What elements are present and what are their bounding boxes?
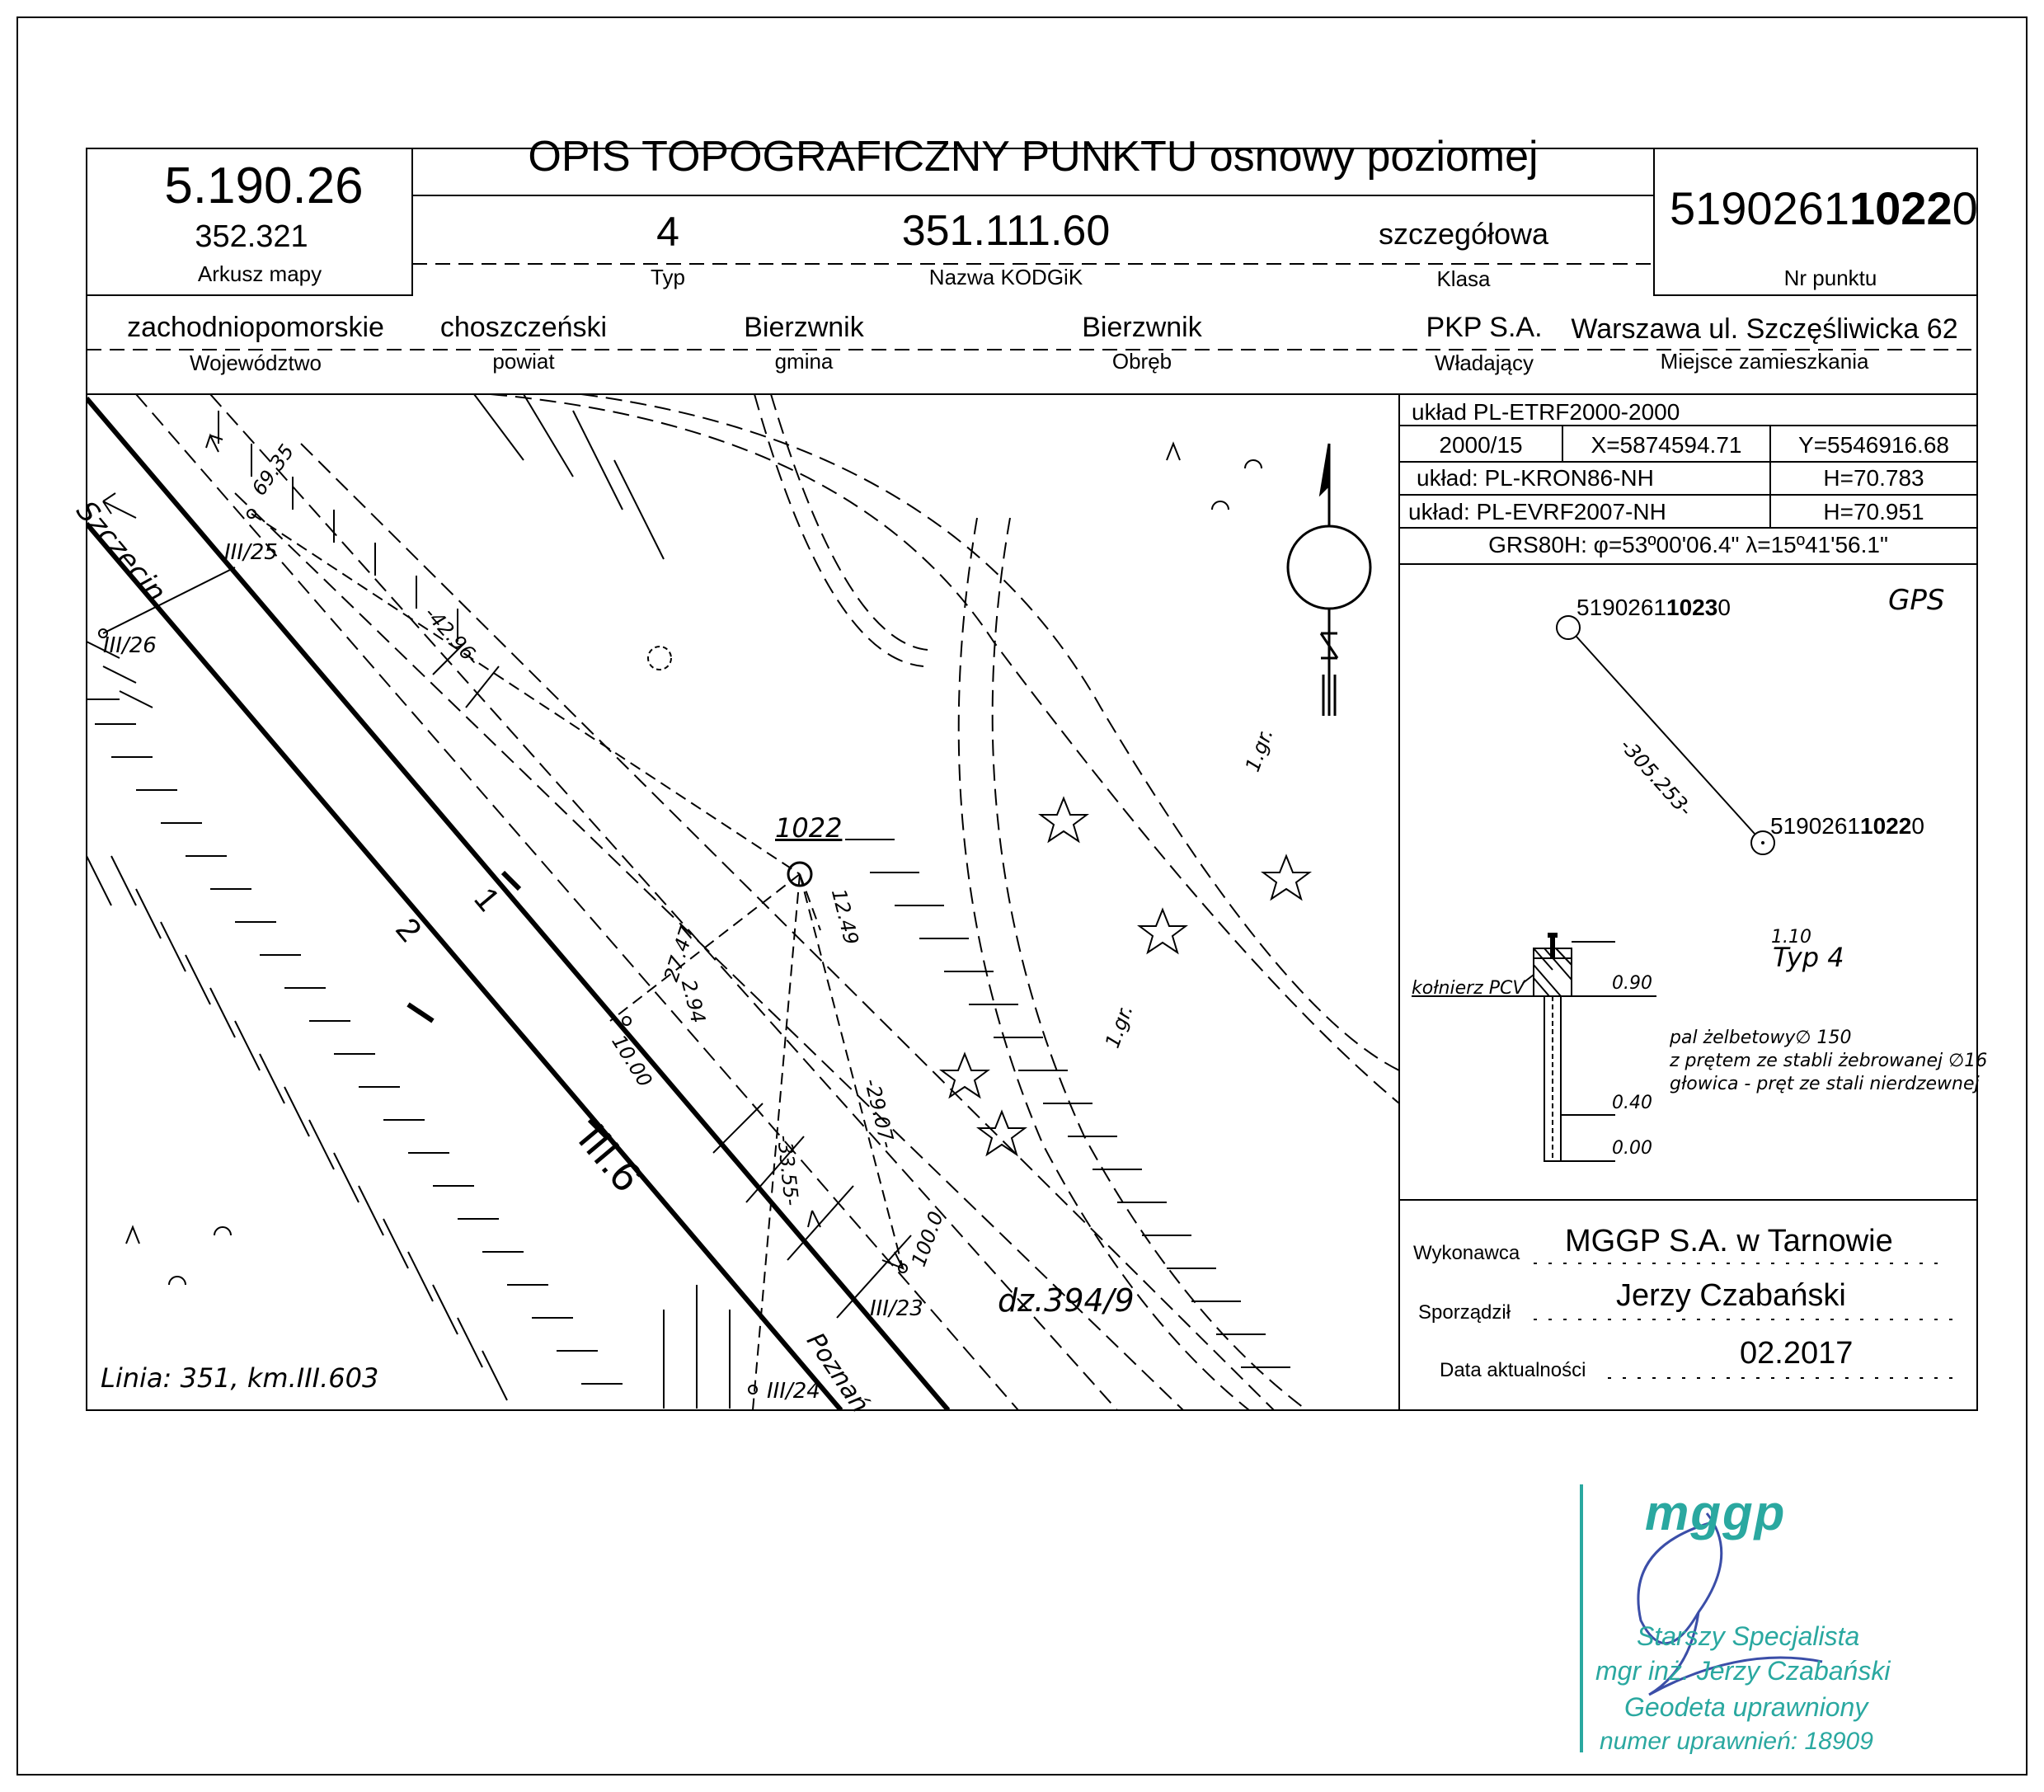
kodgik-label: Nazwa KODGiK bbox=[928, 265, 1083, 289]
kron-label: układ: PL-KRON86-NH bbox=[1417, 465, 1654, 491]
gps-label: GPS bbox=[1888, 584, 1945, 617]
typ-label: Typ bbox=[651, 265, 685, 289]
wojewodztwo-label: Województwo bbox=[190, 350, 322, 375]
sheet-sub-number: 352.321 bbox=[195, 219, 308, 254]
typ-value: 4 bbox=[656, 209, 679, 255]
map-ref-iii25: III/25 bbox=[224, 540, 278, 565]
wykonawca-label: Wykonawca bbox=[1413, 1242, 1520, 1264]
evrf-label: układ: PL-EVRF2007-NH bbox=[1408, 499, 1666, 524]
gps-vector-line bbox=[1576, 636, 1755, 835]
page-title: OPIS TOPOGRAFICZNY PUNKTU osnowy poziome… bbox=[528, 133, 1539, 181]
stamp-line-2: mgr inż. Jerzy Czabański bbox=[1595, 1656, 1891, 1686]
point-number-bold: 1022 bbox=[1849, 182, 1952, 234]
map-ref-iii23: III/23 bbox=[870, 1296, 923, 1321]
monument-desc-2: z prętem ze stabli żebrowanej ∅16 bbox=[1670, 1051, 1988, 1071]
gps-point-1023-label: 519026110230 bbox=[1576, 595, 1731, 621]
kodgik-value: 351.111.60 bbox=[901, 207, 1111, 255]
sheet-border bbox=[16, 16, 2028, 1776]
monument-sketch bbox=[1412, 933, 1656, 1162]
data-value: 02.2017 bbox=[1740, 1336, 1854, 1371]
wladajacy-label: Władający bbox=[1435, 350, 1534, 375]
monument-h-110: 1.10 bbox=[1771, 927, 1811, 948]
coord-x: X=5874594.71 bbox=[1591, 432, 1742, 458]
gps-p1-suffix: 0 bbox=[1717, 595, 1731, 620]
gps-p1-bold: 1023 bbox=[1666, 595, 1718, 620]
kolnierz-label: kołnierz PCV bbox=[1412, 978, 1525, 999]
sheet-label: Arkusz mapy bbox=[197, 261, 322, 286]
gps-point-1022 bbox=[1750, 830, 1775, 855]
wojewodztwo-value: zachodniopomorskie bbox=[127, 312, 384, 343]
gps-point-1022-label: 519026110220 bbox=[1770, 813, 1924, 840]
gmina-value: Bierzwnik bbox=[744, 312, 864, 343]
wykonawca-value: MGGP S.A. w Tarnowie bbox=[1565, 1224, 1893, 1258]
monument-h-090: 0.90 bbox=[1612, 973, 1652, 994]
stamp-line-4: numer uprawnień: 18909 bbox=[1600, 1728, 1873, 1755]
stamp-line-3: Geodeta uprawniony bbox=[1624, 1692, 1868, 1722]
obreb-value: Bierzwnik bbox=[1082, 312, 1202, 343]
monument-type-label: Typ 4 bbox=[1773, 942, 1844, 973]
map-point-1022-label: 1022 bbox=[775, 812, 843, 844]
powiat-value: choszczeński bbox=[439, 312, 608, 343]
gps-p2-suffix: 0 bbox=[1911, 813, 1924, 839]
north-arrow-icon bbox=[1286, 443, 1372, 716]
gps-p2-prefix: 5190261 bbox=[1770, 813, 1861, 839]
gps-p2-bold: 1022 bbox=[1860, 813, 1912, 839]
kron-height: H=70.783 bbox=[1823, 465, 1924, 491]
point-number-suffix: 0 bbox=[1952, 182, 1978, 234]
gps-diagram bbox=[1556, 615, 1775, 855]
monument-desc-3: głowica - pręt ze stali nierdzewnej bbox=[1670, 1074, 1980, 1094]
gps-point-1023 bbox=[1556, 615, 1581, 640]
miejsce-value: Warszawa ul. Szczęśliwicka 62 bbox=[1571, 313, 1958, 345]
railway-track-1 bbox=[87, 397, 951, 1410]
point-number-prefix: 5190261 bbox=[1670, 182, 1850, 234]
sporzadzil-label: Sporządził bbox=[1418, 1301, 1511, 1324]
coord-system-title: układ PL-ETRF2000-2000 bbox=[1412, 399, 1680, 425]
grs-coordinates: GRS80H: φ=53º00'06.4" λ=15º41'56.1" bbox=[1488, 532, 1888, 557]
point-label: Nr punktu bbox=[1783, 266, 1877, 290]
sporzadzil-value: Jerzy Czabański bbox=[1616, 1278, 1846, 1313]
coord-zone: 2000/15 bbox=[1439, 432, 1523, 458]
stamp-logo: mggp bbox=[1645, 1485, 1787, 1540]
point-1022-marker bbox=[787, 861, 813, 887]
monument-h-040: 0.40 bbox=[1612, 1093, 1652, 1113]
obreb-label: Obręb bbox=[1111, 349, 1172, 374]
klasa-value: szczegółowa bbox=[1378, 217, 1549, 251]
topographic-map bbox=[87, 394, 1399, 1410]
klasa-label: Klasa bbox=[1436, 266, 1491, 291]
map-ref-iii26: III/26 bbox=[103, 633, 157, 658]
wladajacy-value: PKP S.A. bbox=[1426, 312, 1543, 343]
miejsce-label: Miejsce zamieszkania bbox=[1660, 349, 1869, 374]
point-number: 519026110220 bbox=[1670, 181, 1978, 235]
map-parcel-label: dz.394/9 bbox=[998, 1282, 1135, 1319]
evrf-height: H=70.951 bbox=[1823, 499, 1924, 524]
map-ref-iii24: III/24 bbox=[767, 1379, 820, 1404]
powiat-label: powiat bbox=[492, 349, 555, 374]
coord-y: Y=5546916.68 bbox=[1798, 432, 1949, 458]
railway-track-2 bbox=[87, 522, 843, 1410]
gps-p1-prefix: 5190261 bbox=[1576, 595, 1667, 620]
sheet-number: 5.190.26 bbox=[164, 158, 364, 214]
stamp-line-1: Starszy Specjalista bbox=[1637, 1621, 1860, 1651]
monument-h-000: 0.00 bbox=[1612, 1138, 1652, 1159]
surveyor-stamp bbox=[1580, 1484, 1823, 1752]
gmina-label: gmina bbox=[774, 349, 834, 374]
map-line-info: Linia: 351, km.III.603 bbox=[101, 1362, 379, 1394]
monument-desc-1: pal żelbetowy∅ 150 bbox=[1670, 1028, 1852, 1048]
data-label: Data aktualności bbox=[1440, 1359, 1586, 1381]
